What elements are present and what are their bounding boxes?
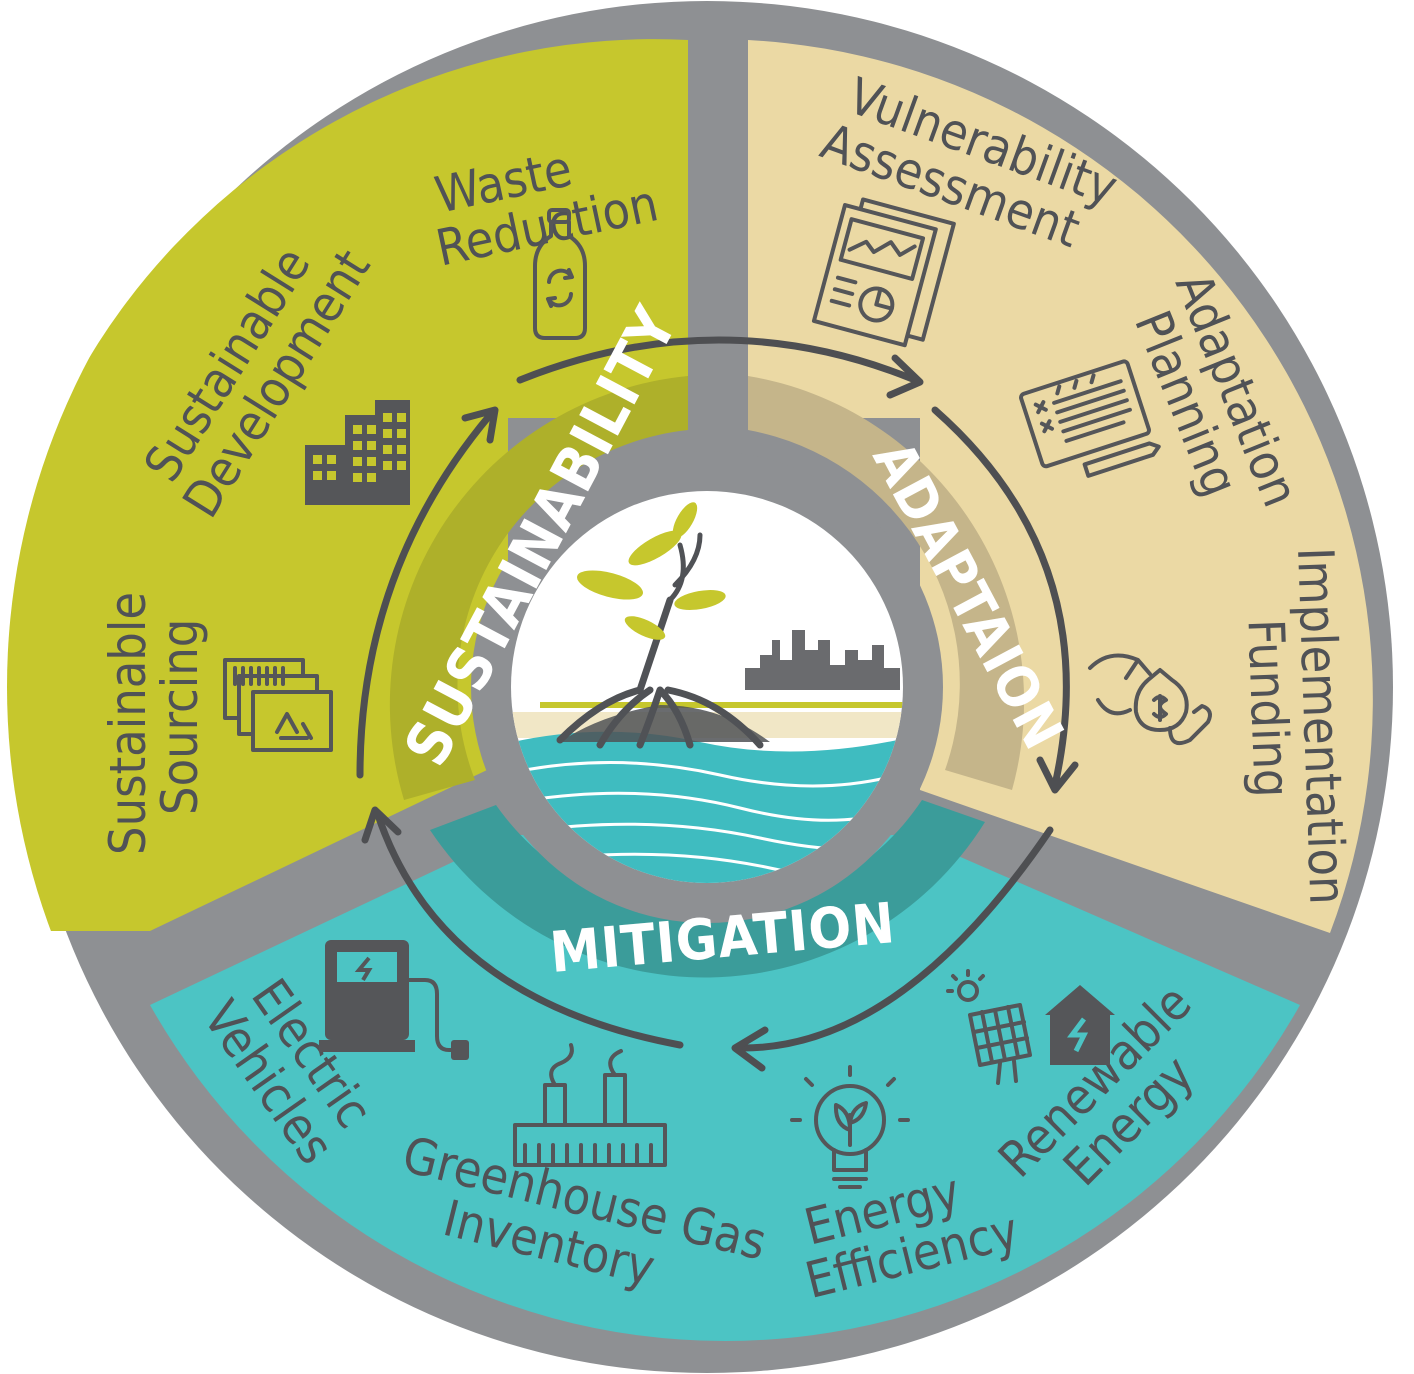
checklist-pencil-icon <box>1019 359 1161 478</box>
sustainable-sourcing-label: Sustainable Sourcing <box>99 592 209 855</box>
mitigation-sector <box>150 835 1300 1342</box>
adaptation-ring <box>748 376 1025 790</box>
bottle-recycle-icon <box>533 208 587 340</box>
arrow-sustainability-to-adaptation <box>516 336 919 384</box>
mitigation-ring <box>430 800 985 978</box>
report-chart-icon <box>811 197 956 348</box>
arrow-mitigation-to-sustainability-left <box>374 811 684 1049</box>
arrow-adaptation-to-mitigation <box>931 406 1070 789</box>
arrow-mitigation-to-sustainability <box>736 826 1054 1052</box>
recycled-paper-icon <box>223 658 333 752</box>
arrow-sustainability-upward <box>356 411 494 779</box>
factory-icon <box>513 1043 667 1167</box>
svg-text:Sustainable: Sustainable <box>99 592 157 855</box>
solar-house-icon <box>946 969 1115 1085</box>
buildings-icon <box>305 400 410 505</box>
svg-text:Funding: Funding <box>1236 618 1300 798</box>
svg-text:Implementation: Implementation <box>1286 546 1356 905</box>
implementation-funding-label: Implementation Funding <box>1236 546 1356 905</box>
cycle-arrows <box>356 336 1079 1072</box>
charging-station-icon <box>319 940 469 1060</box>
lightbulb-icon <box>790 1065 910 1189</box>
hands-money-bag-icon <box>1088 653 1212 745</box>
svg-text:Sourcing: Sourcing <box>151 619 209 815</box>
sustainability-ring <box>389 376 688 800</box>
